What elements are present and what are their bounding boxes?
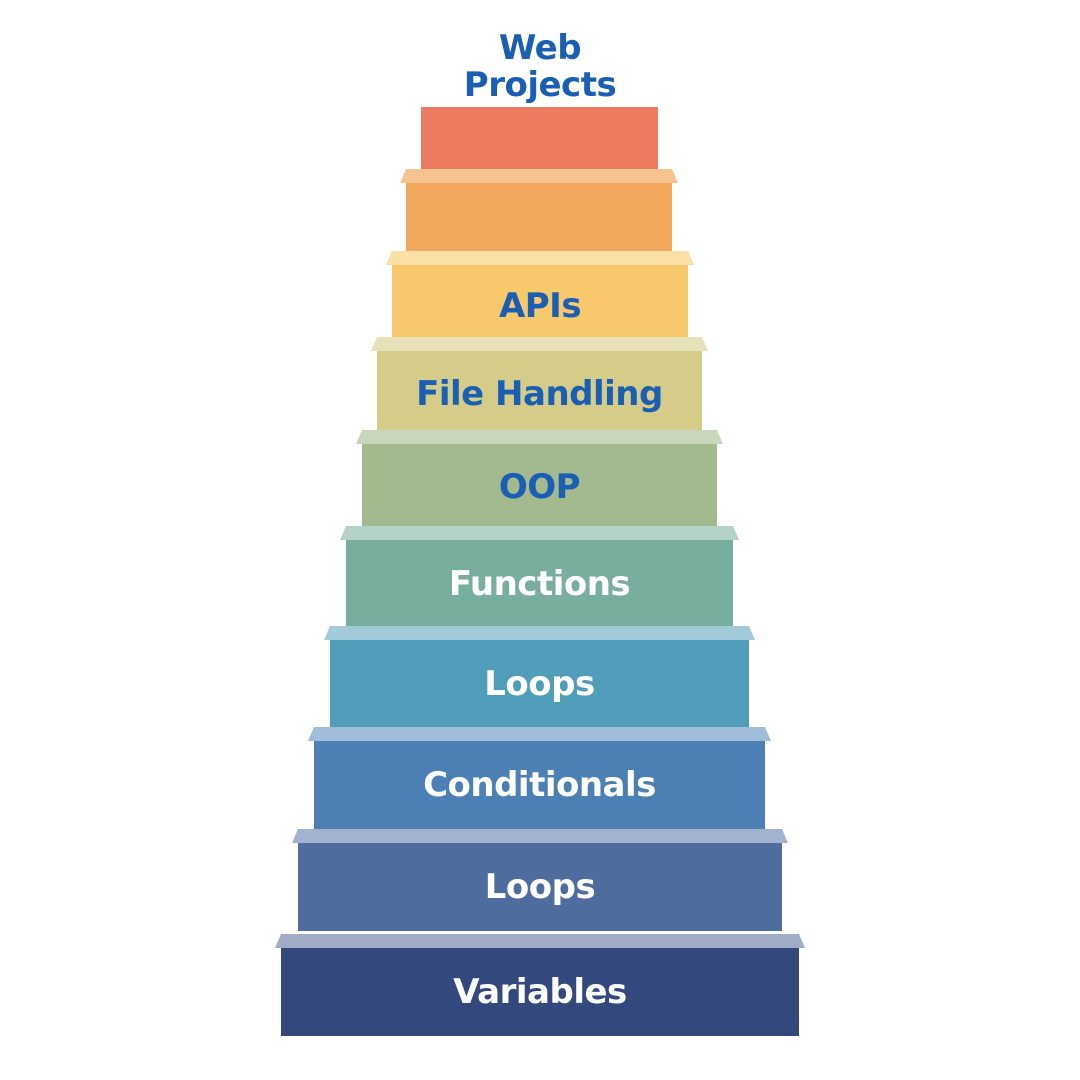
- step-label: Conditionals: [423, 765, 656, 805]
- step-label: File Handling: [416, 373, 663, 414]
- step-label: Loops: [484, 663, 595, 704]
- step-7: File Handling: [377, 351, 702, 436]
- step-9: [406, 183, 672, 261]
- step-label: APIs: [498, 286, 582, 326]
- step-tread: [400, 169, 678, 183]
- top-step-label-line-1: Web: [498, 28, 582, 68]
- step-label: Functions: [448, 564, 631, 604]
- top-step-label-line-2: Projects: [463, 65, 617, 105]
- step-tread: [371, 337, 708, 351]
- top-step-label: Web Projects: [0, 30, 1080, 104]
- step-8: APIs: [392, 265, 688, 347]
- step-label: Variables: [453, 972, 627, 1012]
- step-5: Functions: [346, 540, 733, 628]
- step-label: Loops: [484, 867, 596, 907]
- step-tread: [356, 430, 723, 444]
- step-tread: [340, 526, 739, 540]
- step-3: Conditionals: [314, 741, 765, 829]
- step-4: Loops: [330, 640, 749, 727]
- step-2: Loops: [298, 843, 782, 931]
- step-6: OOP: [362, 444, 717, 530]
- step-tread: [308, 727, 771, 741]
- step-tread: [292, 829, 788, 843]
- step-1: Variables: [281, 948, 799, 1036]
- step-label: OOP: [498, 467, 581, 507]
- step-tread: [386, 251, 694, 265]
- step-tread: [275, 934, 805, 948]
- step-tread: [324, 626, 755, 640]
